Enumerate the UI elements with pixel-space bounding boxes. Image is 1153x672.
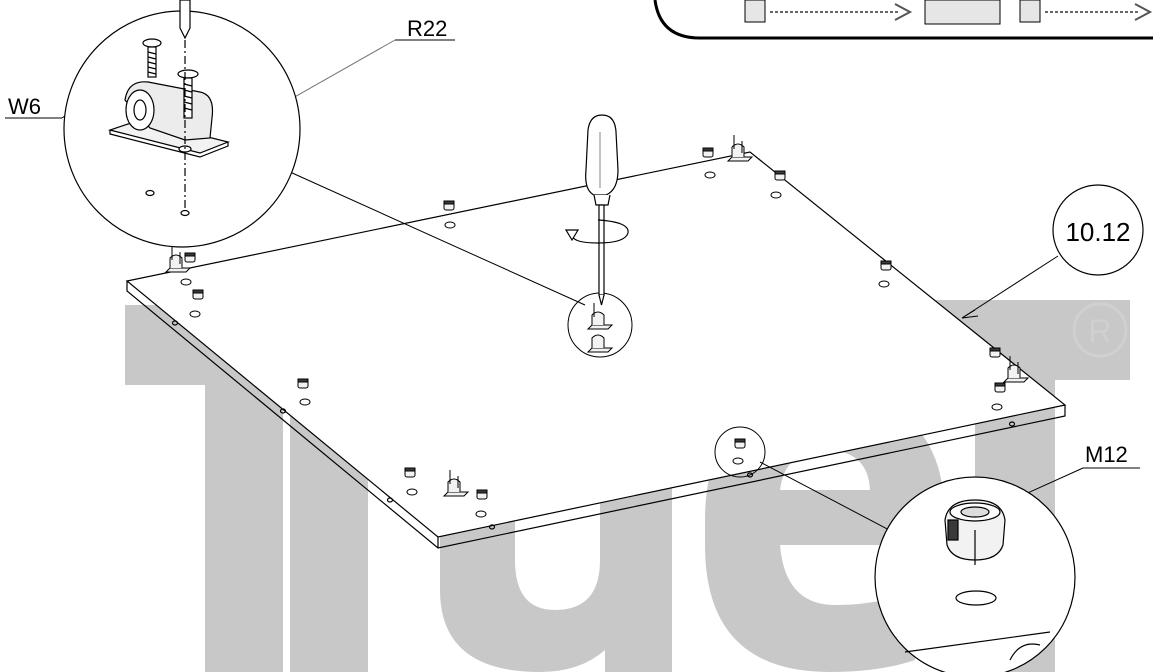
orientation-hint-box: [653, 0, 1153, 40]
screw-icon: [142, 38, 162, 78]
screw-icon: [177, 69, 199, 119]
label-r22: R22: [407, 16, 447, 41]
brackets: [164, 135, 1030, 497]
registered-mark-icon: R: [1072, 302, 1128, 358]
label-m12: M12: [1085, 442, 1128, 467]
rotate-arrow-icon: [564, 219, 629, 244]
registered-mark-text: R: [1088, 313, 1111, 349]
step-badge: 10.12: [1052, 184, 1144, 276]
cam-locks: [184, 147, 1006, 500]
screwdriver-icon: [585, 114, 619, 306]
arrow-right-icon: [894, 3, 913, 21]
detail-circle-bracket: [63, 0, 301, 248]
board-holes: [180, 171, 1003, 518]
step-number: 10.12: [1065, 217, 1130, 247]
detail-circle-camlock: [874, 476, 1076, 672]
label-w6: W6: [8, 94, 41, 119]
